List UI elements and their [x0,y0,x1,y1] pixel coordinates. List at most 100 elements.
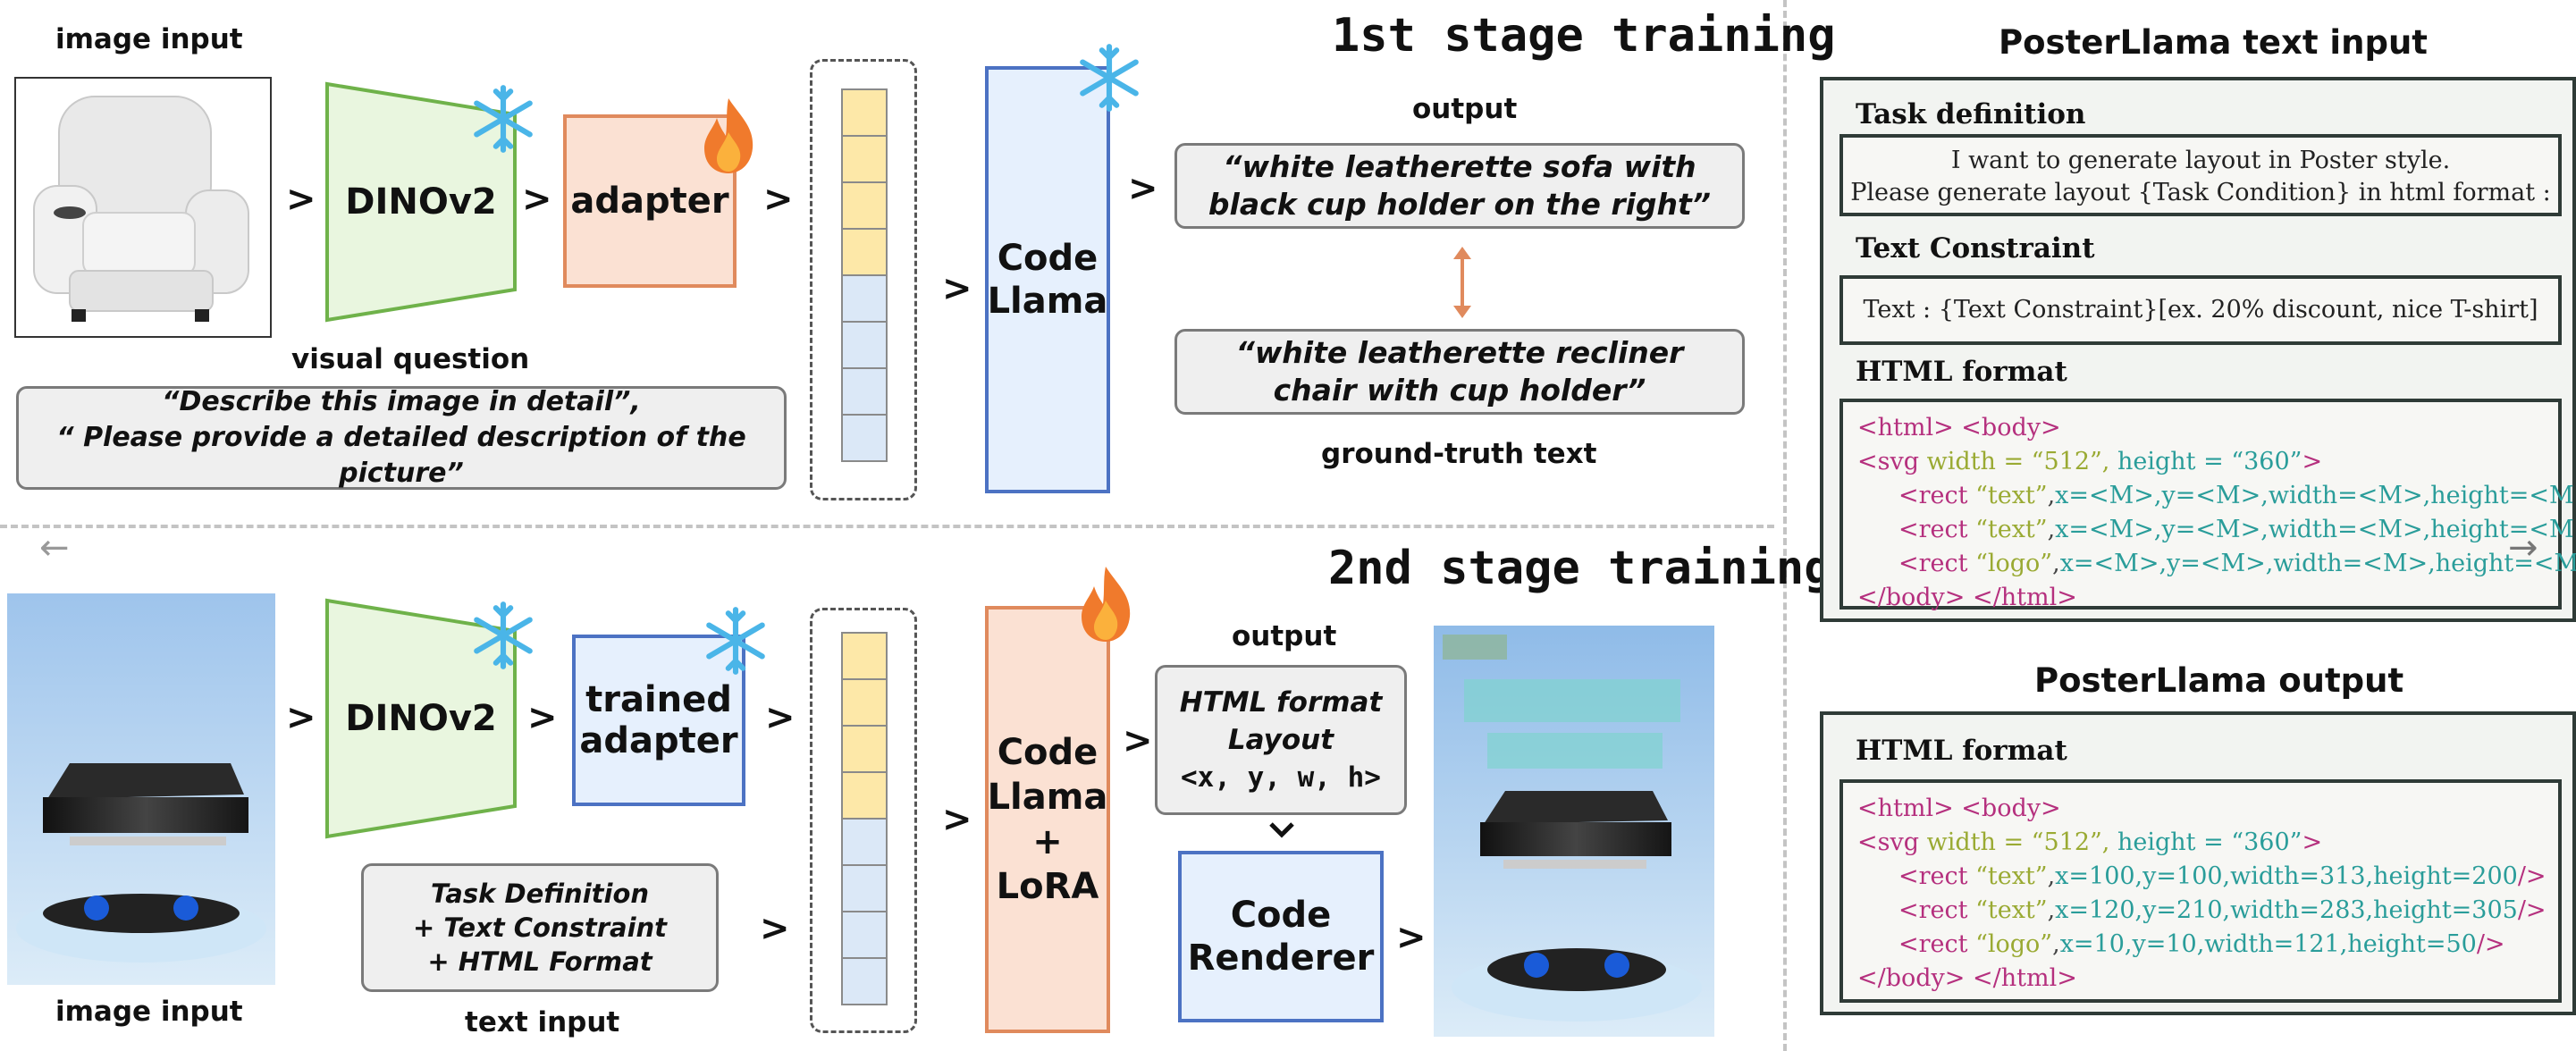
arrow-img-to-dino-1: > [286,179,316,220]
llm-lora-line2: Llama [987,777,1108,818]
text-token [841,864,888,912]
visual-question-label: visual question [291,343,530,375]
visual-question-box: “Describe this image in detail”, “ Pleas… [16,386,787,490]
text-input-panel: Task definition I want to generate layou… [1820,77,2576,622]
stage-divider [0,525,1774,528]
stage1-ground-truth-box: “white leatherette recliner chair with c… [1174,329,1745,415]
text-constraint-box: Text : {Text Constraint}[ex. 20% discoun… [1839,275,2562,345]
arrow-dino-to-adapter-1: > [522,179,552,220]
text-token [841,818,888,866]
html-output-code-line: <rect “logo”,x=10,y=10,width=121,height=… [1898,930,2505,958]
arrow-llm-to-output-1: > [1128,168,1158,209]
next-arrow-icon[interactable]: → [2508,527,2538,568]
html-input-code-line: <rect “text”,x=<M>,y=<M>,width=<M>,heigh… [1898,516,2576,543]
text-token [841,274,888,323]
token-sequence-stage2 [810,608,917,1033]
arrow-llm-to-output-2: > [1123,720,1153,761]
posterllama-input-title: PosterLlama text input [1999,23,2428,62]
prev-arrow-icon[interactable]: ← [39,527,70,568]
html-output-code-line: </body> </html> [1857,964,2077,992]
text-token [841,321,888,369]
visual-token [841,181,888,230]
fire-icon [704,98,753,173]
adapter-label-stage1: adapter [570,181,729,222]
text-input-label: text input [465,1006,620,1038]
output-html-format-heading: HTML format [1856,735,2067,767]
code-llama-lora-stage2: Code Llama + LoRA [985,606,1110,1033]
arrow-dino-to-adapter-2: > [527,697,558,738]
stage1-title: 1st stage training [1332,9,1836,63]
visual-token [841,725,888,773]
stage2-layout-output-box: HTML format Layout <x, y, w, h> [1155,665,1407,815]
html-input-code-line: </body> </html> [1857,584,2077,611]
text-token [841,414,888,462]
text-token [841,911,888,959]
html-output-code-line: <rect “text”,x=100,y=100,width=313,heigh… [1898,862,2547,890]
snowflake-icon [706,607,765,675]
gt-text-line2: chair with cup holder” [1273,373,1646,408]
arrow-adapter-to-tokens-1: > [763,179,794,220]
dinov2-encoder-stage2: DINOv2 [324,597,518,840]
layout-output-line2: Layout [1227,724,1334,756]
renderer-line2: Renderer [1187,937,1375,979]
task-definition-line2: Please generate layout {Task Condition} … [1850,179,2551,206]
text-constraint-text: Text : {Text Constraint}[ex. 20% discoun… [1863,296,2538,324]
llm-label-line1: Code [997,238,1099,279]
arrow-tokens-to-llm-1: > [942,268,972,309]
visual-token [841,771,888,820]
stage2-title: 2nd stage training [1328,542,1832,595]
trained-adapter-stage2: trained adapter [572,635,745,806]
posterllama-output-title: PosterLlama output [2034,661,2404,700]
stage1-output-label: output [1412,93,1518,125]
gt-text-line1: “white leatherette recliner [1235,335,1684,370]
rendered-poster-image [1434,626,1714,1037]
code-renderer: Code Renderer [1178,851,1384,1022]
stage1-image-label: image input [55,23,243,55]
stage2-output-label: output [1232,620,1337,652]
chair-image [14,77,272,338]
html-input-code-line: <rect “text”,x=<M>,y=<M>,width=<M>,heigh… [1898,482,2576,509]
task-definition-box: I want to generate layout in Poster styl… [1839,134,2562,216]
trained-adapter-line2: adapter [579,720,738,761]
stage2-image-label: image input [55,996,243,1028]
html-output-code-line: <svg width = “512”, height = “360”> [1857,828,2323,856]
stage1-output-text-box: “white leatherette sofa with black cup h… [1174,143,1745,229]
text-token [841,957,888,1005]
output-text-line2: black cup holder on the right” [1208,187,1712,222]
layout-output-line3: <x, y, w, h> [1181,761,1381,794]
dinov2-label-stage1: DINOv2 [345,181,497,223]
visual-token [841,135,888,183]
visual-token [841,228,888,276]
arrow-tokens-to-llm-2: > [942,799,972,840]
html-format-input-box: <html> <body> <svg width = “512”, height … [1839,399,2576,611]
text-constraint-heading: Text Constraint [1856,232,2095,265]
task-text-input-box: Task Definition + Text Constraint + HTML… [361,863,719,992]
panel-divider [1783,0,1787,1051]
fire-icon [1082,567,1131,642]
text-input-line1: Task Definition [430,879,650,909]
compare-arrow [1453,247,1471,318]
llm-lora-line1: Code [997,732,1099,773]
html-input-code-line: <rect “logo”,x=<M>,y=<M>,width=<M>,heigh… [1898,550,2576,577]
arrow-text-to-tokens: > [760,908,790,949]
snowflake-icon [474,85,533,153]
text-input-line3: + HTML Format [427,946,652,977]
html-input-code-line: <svg width = “512”, height = “360”> [1857,448,2323,475]
output-panel: HTML format <html> <body><svg width = “5… [1820,711,2576,1015]
llm-lora-line4: LoRA [996,866,1099,907]
dinov2-label-stage2: DINOv2 [345,698,497,739]
html-input-code: <html> <body> <svg width = “512”, height … [1857,411,2576,615]
llm-lora-line3: + [1032,821,1063,862]
token-sequence-stage1 [810,59,917,500]
html-input-code-line: <html> <body> [1857,414,2061,441]
visual-token [841,678,888,727]
code-llama-stage1: Code Llama [985,66,1110,493]
stage1-gt-label: ground-truth text [1321,438,1597,470]
snowflake-icon [1080,44,1139,112]
dinov2-encoder-stage1: DINOv2 [324,80,518,324]
vq-text-line1: “Describe this image in detail”, [162,386,641,417]
visual-token [841,632,888,680]
renderer-line1: Code [1230,895,1332,936]
text-input-line2: + Text Constraint [412,912,668,943]
output-text-line1: “white leatherette sofa with [1223,149,1696,184]
